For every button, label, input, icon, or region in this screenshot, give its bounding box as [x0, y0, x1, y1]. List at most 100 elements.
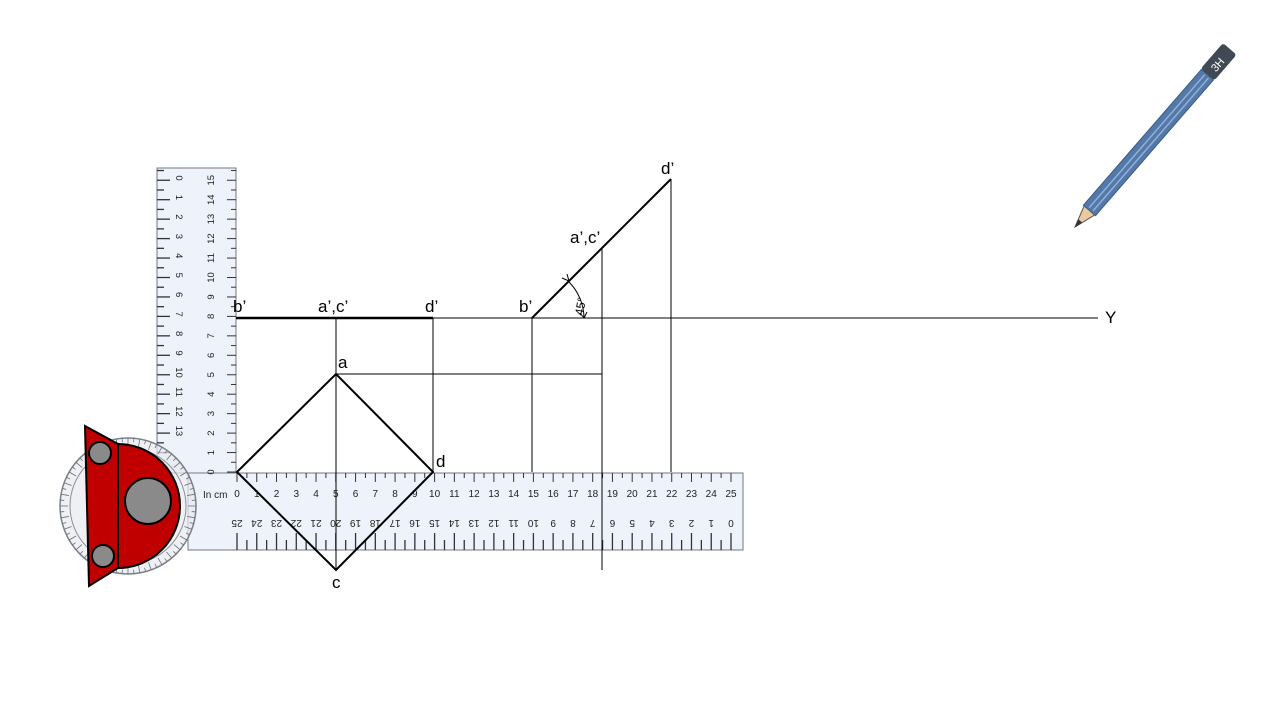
- scale-number: 19: [607, 489, 619, 500]
- scale-number: 21: [310, 517, 322, 528]
- protractor-tick: [75, 544, 83, 551]
- protractor-tick: [179, 535, 188, 541]
- scale-number: 0: [728, 517, 734, 528]
- protractor-tick: [166, 453, 173, 461]
- label-angle: 45°: [572, 296, 589, 316]
- protractor-tick: [68, 535, 77, 541]
- protractor-tick: [60, 516, 69, 519]
- protractor-tick: [72, 542, 76, 546]
- scale-number: 25: [231, 517, 243, 528]
- protractor-tick: [66, 532, 71, 536]
- scale-number: 0: [173, 175, 184, 180]
- scale-number: 0: [206, 469, 217, 474]
- scale-number: 14: [508, 489, 520, 500]
- scale-number: 16: [409, 517, 421, 528]
- protractor-tick: [187, 493, 196, 496]
- protractor-tick: [157, 557, 163, 566]
- scale-number: 11: [508, 517, 519, 528]
- protractor-tick: [62, 488, 67, 490]
- scale-number: 6: [173, 292, 184, 297]
- angle-arc: [567, 280, 585, 319]
- scale-number: 15: [206, 175, 217, 186]
- label-d-prime-inclined: d’: [661, 159, 674, 178]
- protractor-tick: [60, 493, 69, 496]
- protractor-tick: [79, 550, 84, 555]
- scale-number: 2: [173, 214, 184, 219]
- scale-number: 13: [468, 517, 480, 528]
- scale-number: 9: [206, 294, 217, 299]
- scale-number: 11: [206, 253, 217, 263]
- protractor-tick: [180, 466, 184, 470]
- protractor-tick: [75, 461, 83, 468]
- protractor-tick: [187, 516, 196, 519]
- scale-number: 5: [206, 372, 217, 377]
- label-d-prime: d’: [425, 297, 438, 316]
- scale-number: 8: [206, 314, 217, 319]
- scale-number: 17: [389, 517, 401, 528]
- scale-number: 7: [589, 517, 595, 528]
- scale-number: 8: [570, 517, 576, 528]
- scale-number: 4: [173, 253, 184, 258]
- scale-unit-label: In cm: [203, 490, 227, 501]
- protractor-tick: [148, 562, 152, 571]
- protractor-tick: [185, 476, 190, 480]
- protractor-tick: [144, 567, 146, 572]
- scale-number: 12: [469, 489, 481, 500]
- scale-number: 2: [688, 517, 694, 528]
- scale-number: 1: [173, 195, 184, 200]
- protractor-tick: [164, 450, 168, 454]
- protractor-tick: [180, 542, 184, 546]
- scale-number: 4: [649, 517, 655, 528]
- scale-number: 18: [587, 489, 599, 500]
- scale-number: 24: [251, 517, 263, 528]
- scale-number: 9: [550, 517, 556, 528]
- protractor-tick: [148, 441, 152, 450]
- scale-number: 25: [725, 489, 737, 500]
- protractor-tick: [184, 482, 193, 486]
- protractor-set-square[interactable]: [59, 424, 197, 588]
- scale-number: 8: [173, 331, 184, 336]
- scale-number: 24: [706, 489, 718, 500]
- protractor-tick: [62, 522, 67, 524]
- scale-number: 13: [206, 214, 217, 225]
- scale-number: 5: [629, 517, 635, 528]
- protractor-tick: [189, 488, 194, 490]
- pencil-icon[interactable]: 3H: [1068, 43, 1236, 233]
- scale-number: 9: [173, 350, 184, 355]
- scale-number: 3: [669, 517, 675, 528]
- scale-number: 4: [206, 392, 217, 397]
- scale-number: 20: [627, 489, 639, 500]
- scale-number: 13: [173, 426, 184, 437]
- label-b-prime: b’: [233, 297, 246, 316]
- knob-top: [88, 441, 112, 465]
- scale-number: 3: [206, 411, 217, 416]
- angle-arrow-bottom: [579, 311, 588, 319]
- scale-number: 3: [173, 234, 184, 239]
- scale-number: 2: [274, 489, 280, 500]
- scale-number: 11: [449, 489, 460, 500]
- scale-number: 9: [412, 489, 418, 500]
- protractor-tick: [154, 444, 158, 449]
- scale-number: 4: [313, 489, 319, 500]
- label-b-prime-inclined: b’: [519, 297, 532, 316]
- label-y: Y: [1105, 308, 1116, 327]
- scale-number: 15: [429, 517, 441, 528]
- scale-number: 14: [206, 194, 217, 205]
- scale-number: 22: [666, 489, 678, 500]
- scale-number: 7: [173, 312, 184, 317]
- scale-number: 15: [528, 489, 540, 500]
- scale-number: 8: [392, 489, 398, 500]
- scale-number: 14: [448, 517, 460, 528]
- scale-number: 12: [206, 233, 217, 244]
- protractor-tick: [138, 565, 141, 574]
- scale-number: 5: [173, 273, 184, 278]
- protractor-tick: [66, 476, 71, 480]
- scale-number: 6: [353, 489, 359, 500]
- protractor-tick: [154, 563, 158, 568]
- protractor-tick: [164, 558, 168, 562]
- scale-number: 10: [429, 489, 441, 500]
- scale-number: 13: [488, 489, 500, 500]
